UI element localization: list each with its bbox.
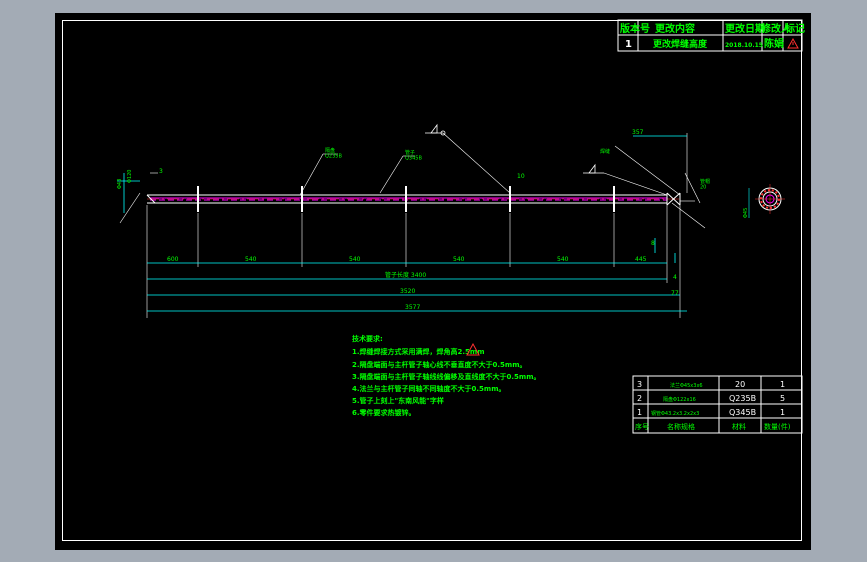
tech-req-item-5: 5.管子上刻上"东南风能"字样 — [352, 396, 444, 405]
rev-row-no: 1 — [625, 39, 632, 50]
part-row-2-no: 2 — [637, 394, 642, 403]
part-row-3-name: 法兰Φ45x3x6 — [670, 382, 703, 389]
dim-seg-5: 445 — [635, 256, 647, 263]
cad-drawing: 版本号 更改内容 更改日期 修改人 标记 1 更改焊缝高度 2018.10.15… — [117, 19, 805, 434]
parts-header-material: 材料 — [732, 422, 746, 431]
callout-note-3: 3 — [159, 168, 163, 175]
parts-table — [632, 375, 803, 434]
dim-right-vert: 8 — [651, 240, 655, 247]
rev-header-no: 版本号 — [620, 22, 650, 35]
rev-row-content: 更改焊缝高度 — [653, 38, 708, 50]
rev-header-modifier: 修改人 — [760, 22, 792, 35]
dim-top-right: 357 — [632, 129, 644, 136]
part-row-1-no: 1 — [637, 408, 642, 417]
warning-triangle-icon — [787, 37, 799, 49]
tech-req-title: 技术要求: — [352, 334, 383, 343]
extension-lines — [146, 133, 688, 318]
tech-req-item-6: 6.零件要求热镀锌。 — [352, 408, 416, 417]
tech-req-item-3: 3.隔盘端面与主杆管子轴线线偏移及直线度不大于0.5mm。 — [352, 372, 541, 381]
dim-overall-2: 3577 — [405, 304, 420, 311]
dim-seg-1: 540 — [245, 256, 257, 263]
tech-req-item-1: 1.焊缝焊接方式采用满焊，焊角高2.5mm — [352, 347, 485, 356]
parts-header-no: 序号 — [635, 422, 649, 431]
rev-header-content: 更改内容 — [655, 22, 695, 35]
rev-row-date: 2018.10.15 — [725, 42, 763, 49]
part-row-2-material: Q235B — [729, 394, 756, 403]
rev-header-date: 更改日期 — [725, 22, 765, 35]
part-row-3-qty: 1 — [780, 380, 785, 389]
part-row-1-name: 钢管Φ43.2x3.2x2x3 — [651, 410, 699, 417]
rev-header-mark: 标记 — [784, 22, 805, 35]
partition-discs — [197, 186, 615, 212]
dimension-lines — [117, 135, 687, 312]
part-row-1-material: Q345B — [729, 408, 756, 417]
tech-req-item-2: 2.隔盘端面与主杆管子轴心线不垂直度不大于0.5mm。 — [352, 360, 527, 369]
leader-lines — [119, 132, 706, 229]
rev-row-modifier: 陈娟 — [764, 37, 784, 50]
tech-req-item-4: 4.法兰与主杆管子同轴不同轴度不大于0.5mm。 — [352, 384, 506, 393]
part-row-2-qty: 5 — [780, 394, 785, 403]
dim-seg-2: 540 — [349, 256, 361, 263]
dim-right-small-1: 4 — [673, 274, 677, 281]
tech-warning-icon — [466, 342, 480, 356]
drawing-border — [62, 20, 802, 541]
weld-symbol-icon — [425, 123, 604, 174]
callout-weld-a: 焊缝 — [600, 148, 610, 155]
part-row-3-no: 3 — [637, 380, 642, 389]
parts-header-qty: 数量(件) — [764, 422, 791, 431]
parts-header-name: 名称规格 — [667, 422, 695, 431]
part-row-1-qty: 1 — [780, 408, 785, 417]
revision-table — [617, 19, 803, 52]
section-label: Φ45 — [743, 208, 749, 218]
dim-left-b: Φ120 — [127, 170, 133, 183]
drawing-sheet: 版本号 更改内容 更改日期 修改人 标记 1 更改焊缝高度 2018.10.15… — [55, 13, 811, 550]
dim-overall-1: 3520 — [400, 288, 415, 295]
part-row-2-name: 隔盘Φ122x16 — [663, 396, 696, 403]
dim-seg-3: 540 — [453, 256, 465, 263]
callout-note-10: 10 — [517, 173, 525, 180]
part-row-3-material: 20 — [735, 380, 745, 389]
dim-seg-4: 540 — [557, 256, 569, 263]
dim-left-a: Φ43 — [117, 179, 123, 189]
pipe-body — [146, 192, 681, 206]
dim-seg-0: 600 — [167, 256, 179, 263]
dim-right-small-2: 77 — [671, 290, 679, 297]
dim-pipe-length: 管子长度 3400 — [385, 271, 426, 279]
section-view-flange — [748, 184, 785, 218]
